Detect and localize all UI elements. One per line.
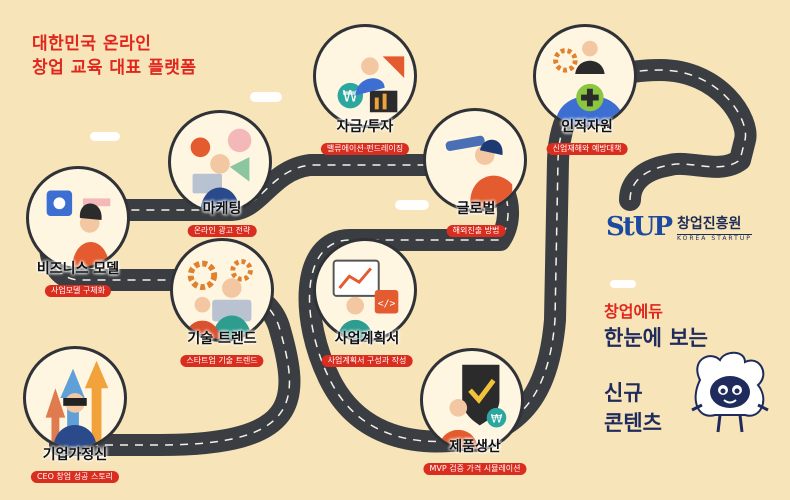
logo-name: 창업진흥원 — [677, 215, 742, 232]
cloud — [395, 200, 429, 210]
production-label: 제품생산 MVP 검증 가격 시뮬레이션 — [423, 438, 527, 475]
headline-line1: 대한민국 온라인 — [32, 34, 152, 54]
startup-agency-logo: StUP 창업진흥원 KOREA STARTUP — [606, 212, 752, 242]
cloud — [250, 92, 282, 102]
tech-trend-label: 기술 트렌드 스타트업 기술 트렌드 — [180, 330, 264, 367]
node-title: 글로벌 — [456, 201, 496, 217]
node-subtitle: 사업계획서 구성과 작성 — [321, 355, 413, 367]
marketing-icon — [190, 128, 252, 211]
funding-node[interactable]: ₩ — [313, 24, 417, 128]
won-coin-icon: ₩ — [337, 56, 405, 113]
promo-new-contents: 신규 콘텐츠 — [604, 378, 662, 438]
headline-line2: 창업 교육 대표 플랫폼 — [32, 58, 197, 78]
headline: 대한민국 온라인 창업 교육 대표 플랫폼 — [32, 32, 197, 80]
svg-text:₩: ₩ — [491, 412, 503, 426]
node-title: 인적자원 — [561, 119, 613, 135]
promo-brand: 창업에듀 — [604, 302, 663, 321]
hr-node[interactable] — [533, 24, 637, 128]
hr-label: 인적자원 신업재해와 예방대책 — [546, 118, 628, 155]
node-subtitle: 스타트업 기술 트렌드 — [180, 355, 264, 367]
node-subtitle: MVP 검증 가격 시뮬레이션 — [423, 463, 527, 475]
promo-contents: 콘텐츠 — [604, 411, 662, 435]
cloud — [610, 280, 636, 288]
entrepreneurship-node[interactable] — [23, 346, 127, 450]
node-subtitle: 밸류에이션·펀드레이징 — [320, 143, 410, 155]
business-model-node[interactable] — [26, 166, 130, 270]
node-subtitle: 사업모델 구체화 — [44, 285, 112, 297]
gear-icon — [184, 259, 253, 339]
shield-check-icon: ₩ — [438, 364, 507, 449]
telescope-icon — [445, 135, 513, 209]
logo-mark: StUP — [606, 212, 673, 242]
node-title: 기술 트렌드 — [187, 331, 257, 347]
node-title: 기업가정신 — [42, 447, 108, 463]
medical-cross-icon — [553, 40, 625, 125]
node-title: 자금/투자 — [336, 119, 394, 135]
global-label: 글로벌 해외진출 방법 — [446, 200, 506, 237]
production-node[interactable]: ₩ — [420, 348, 524, 452]
node-title: 사업계획서 — [334, 331, 400, 347]
business-icon — [46, 190, 111, 267]
business-plan-node[interactable]: </> — [313, 238, 417, 342]
node-title: 비즈니스 모델 — [36, 261, 120, 277]
rising-arrows-icon — [45, 360, 109, 447]
node-subtitle: 온라인 광고 전략 — [187, 225, 257, 237]
svg-text:₩: ₩ — [343, 86, 359, 105]
cloud — [90, 132, 120, 141]
node-title: 제품생산 — [449, 439, 501, 455]
tech-trend-node[interactable] — [170, 238, 274, 342]
entrepreneurship-label: 기업가정신 CEO 창업 성공 스토리 — [30, 446, 120, 483]
funding-label: 자금/투자 밸류에이션·펀드레이징 — [320, 118, 410, 155]
document-icon: </> — [332, 259, 399, 339]
global-node[interactable] — [423, 108, 527, 212]
business-plan-label: 사업계획서 사업계획서 구성과 작성 — [321, 330, 413, 367]
node-subtitle: 해외진출 방법 — [446, 225, 506, 237]
mascot-character — [691, 351, 769, 433]
promo-new: 신규 — [604, 381, 643, 405]
node-title: 마케팅 — [202, 201, 242, 217]
marketing-label: 마케팅 온라인 광고 전략 — [187, 200, 257, 237]
logo-sub: KOREA STARTUP — [677, 233, 752, 242]
promo-tagline: 한눈에 보는 — [604, 326, 708, 350]
business-model-label: 비즈니스 모델 사업모델 구체화 — [37, 260, 119, 297]
node-subtitle: CEO 창업 성공 스토리 — [30, 471, 120, 483]
svg-text:</>: </> — [378, 299, 396, 310]
marketing-node[interactable] — [168, 110, 272, 214]
node-subtitle: 신업재해와 예방대책 — [546, 143, 628, 155]
